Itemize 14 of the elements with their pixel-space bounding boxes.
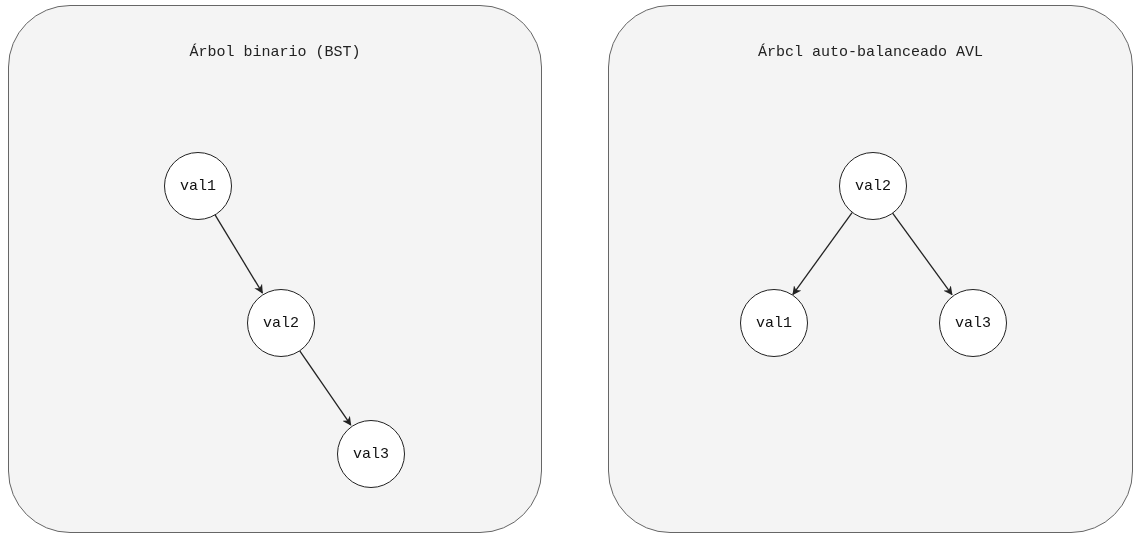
arrow: [213, 213, 264, 294]
node-label: val2: [263, 314, 299, 332]
tree-panel: [608, 5, 1133, 533]
arrow: [792, 211, 853, 296]
node-label: val2: [855, 177, 891, 195]
node-label: val3: [955, 314, 991, 332]
node-label: val1: [756, 314, 792, 332]
panel-title: Árbcl auto-balanceado AVL: [756, 44, 984, 61]
node-label: val3: [353, 445, 389, 463]
arrow: [298, 349, 352, 426]
panel-title: Árbol binario (BST): [188, 44, 362, 61]
tree-panel: [8, 5, 542, 533]
node-label: val1: [180, 177, 216, 195]
arrow: [891, 211, 953, 296]
